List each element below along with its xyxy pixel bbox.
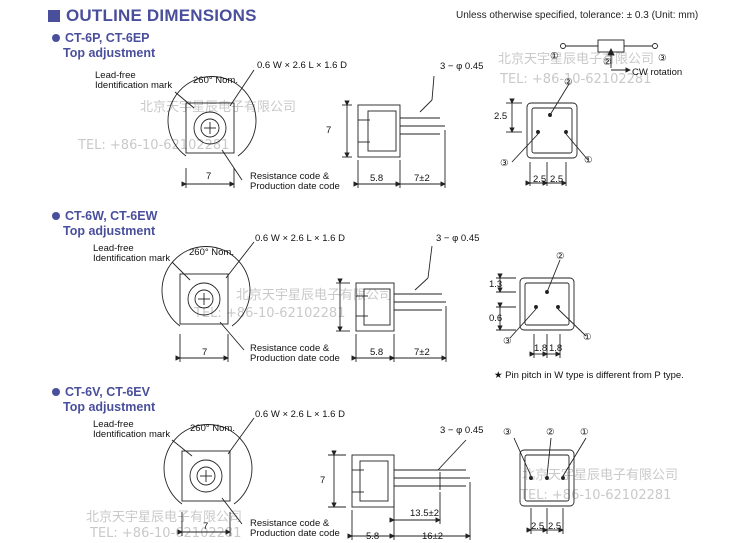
s3-side-view	[328, 439, 471, 540]
s3-pitch-a-dim: 2.5	[531, 521, 545, 532]
s1-pin-2-label: ②	[564, 77, 573, 88]
page-title: OUTLINE DIMENSIONS	[66, 6, 257, 25]
s1-pin-1-label: ①	[584, 155, 593, 166]
s2-side-view	[336, 245, 447, 362]
s2-bottom-view	[496, 259, 587, 358]
s2-date-code-label: Production date code	[250, 353, 340, 364]
section-1-title: CT-6P, CT-6EP	[52, 31, 150, 45]
s2-top-view	[161, 241, 255, 362]
s2-pitch-note: ★ Pin pitch in W type is different from …	[494, 370, 684, 381]
watermark-line1: 北京天宇星辰电子有限公司	[498, 52, 655, 67]
watermark-line2: TEL: +86-10-62102281	[520, 488, 672, 503]
s1-pin-dia-label: 3 − φ 0.45	[440, 61, 484, 72]
s1-pitch-a-dim: 2.5	[533, 174, 547, 185]
s2-pin-3-label: ③	[503, 336, 512, 347]
s2-pin-2-label: ②	[556, 251, 565, 262]
watermark-line1: 北京天宇星辰电子有限公司	[236, 288, 393, 303]
s3-top-view	[163, 417, 255, 536]
section-1-subtitle: Top adjustment	[63, 46, 156, 60]
s2-size-label: 0.6 W × 2.6 L × 1.6 D	[255, 233, 345, 244]
watermark-line2: TEL: +86-10-62102281	[500, 72, 652, 87]
s1-depth-dim: 5.8	[370, 173, 384, 184]
s3-lead-dim: 16±2	[422, 531, 444, 542]
s1-ident-mark-label: Identification mark	[95, 80, 173, 91]
s1-pin-3-label: ③	[500, 158, 509, 169]
s2-pitch-a-dim: 1.8	[534, 343, 548, 354]
s3-lead-short-dim: 13.5±2	[410, 508, 439, 519]
section-3-subtitle: Top adjustment	[63, 400, 156, 414]
s1-lead-free-label: Lead-free	[95, 70, 136, 81]
s1-side-view	[342, 75, 446, 188]
s1-schem-pin-3: ③	[658, 53, 667, 64]
watermark-line2: TEL: +86-10-62102281	[194, 306, 346, 321]
s1-schem-pin-1: ①	[550, 51, 559, 62]
s1-pitch-b-dim: 2.5	[550, 174, 564, 185]
s2-ident-mark-label: Identification mark	[93, 253, 171, 264]
s3-ident-mark-label: Identification mark	[93, 429, 171, 440]
s3-bottom-view	[513, 437, 587, 534]
s1-lead-dim: 7±2	[414, 173, 430, 184]
s1-top-view	[167, 69, 257, 188]
s2-offset-top-dim: 1.3	[489, 279, 503, 290]
s1-cw-rotation: CW rotation	[632, 67, 683, 78]
s1-height-dim: 7	[326, 125, 332, 136]
section-3-title: CT-6V, CT-6EV	[52, 385, 150, 399]
s3-pin-3-label: ③	[503, 427, 512, 438]
s3-height-dim: 7	[320, 475, 326, 486]
s2-width-dim: 7	[202, 347, 208, 358]
bullet-icon	[52, 388, 60, 396]
s3-depth-dim: 5.8	[366, 531, 380, 542]
s3-size-label: 0.6 W × 2.6 L × 1.6 D	[255, 409, 345, 420]
s2-offset-bottom-dim: 0.6	[489, 313, 503, 324]
s1-offset-dim: 2.5	[494, 111, 508, 122]
s1-width-dim: 7	[206, 171, 212, 182]
bullet-icon	[52, 212, 60, 220]
header-square-icon	[48, 10, 60, 22]
watermark-line1: 北京天宇星辰电子有限公司	[86, 510, 243, 525]
watermark-line2: TEL: +86-10-62102281	[78, 138, 230, 153]
s1-size-label: 0.6 W × 2.6 L × 1.6 D	[257, 60, 347, 71]
s3-pitch-b-dim: 2.5	[548, 521, 562, 532]
s1-nom-label: 260° Nom.	[193, 75, 238, 86]
s3-pin-2-label: ②	[546, 427, 555, 438]
s2-depth-dim: 5.8	[370, 347, 384, 358]
s3-pin-1-label: ①	[580, 427, 589, 438]
s2-nom-label: 260° Nom.	[189, 247, 234, 258]
s3-nom-label: 260° Nom.	[190, 423, 235, 434]
s1-date-code-label: Production date code	[250, 181, 340, 192]
s3-lead-free-label: Lead-free	[93, 419, 134, 430]
s1-res-code-label: Resistance code &	[250, 171, 330, 182]
s3-date-code-label: Production date code	[250, 528, 340, 539]
s2-res-code-label: Resistance code &	[250, 343, 330, 354]
s3-res-code-label: Resistance code &	[250, 518, 330, 529]
bullet-icon	[52, 34, 60, 42]
s2-lead-dim: 7±2	[414, 347, 430, 358]
watermark-line1: 北京天宇星辰电子有限公司	[522, 468, 679, 483]
s1-bottom-view	[506, 83, 589, 186]
s1-schem-pin-2: ②	[603, 57, 612, 68]
section-2-subtitle: Top adjustment	[63, 224, 156, 238]
section-2-title: CT-6W, CT-6EW	[52, 209, 157, 223]
s3-width-dim: 7	[203, 521, 209, 532]
s1-schematic	[560, 39, 658, 73]
watermark-line1: 北京天宇星辰电子有限公司	[140, 100, 297, 115]
s3-pin-dia-label: 3 − φ 0.45	[440, 425, 484, 436]
s2-pitch-b-dim: 1.8	[549, 343, 563, 354]
s2-pin-dia-label: 3 − φ 0.45	[436, 233, 480, 244]
s2-lead-free-label: Lead-free	[93, 243, 134, 254]
tolerance-note: Unless otherwise specified, tolerance: ±…	[456, 10, 699, 21]
s2-pin-1-label: ①	[583, 332, 592, 343]
page-header: OUTLINE DIMENSIONS	[48, 6, 257, 26]
